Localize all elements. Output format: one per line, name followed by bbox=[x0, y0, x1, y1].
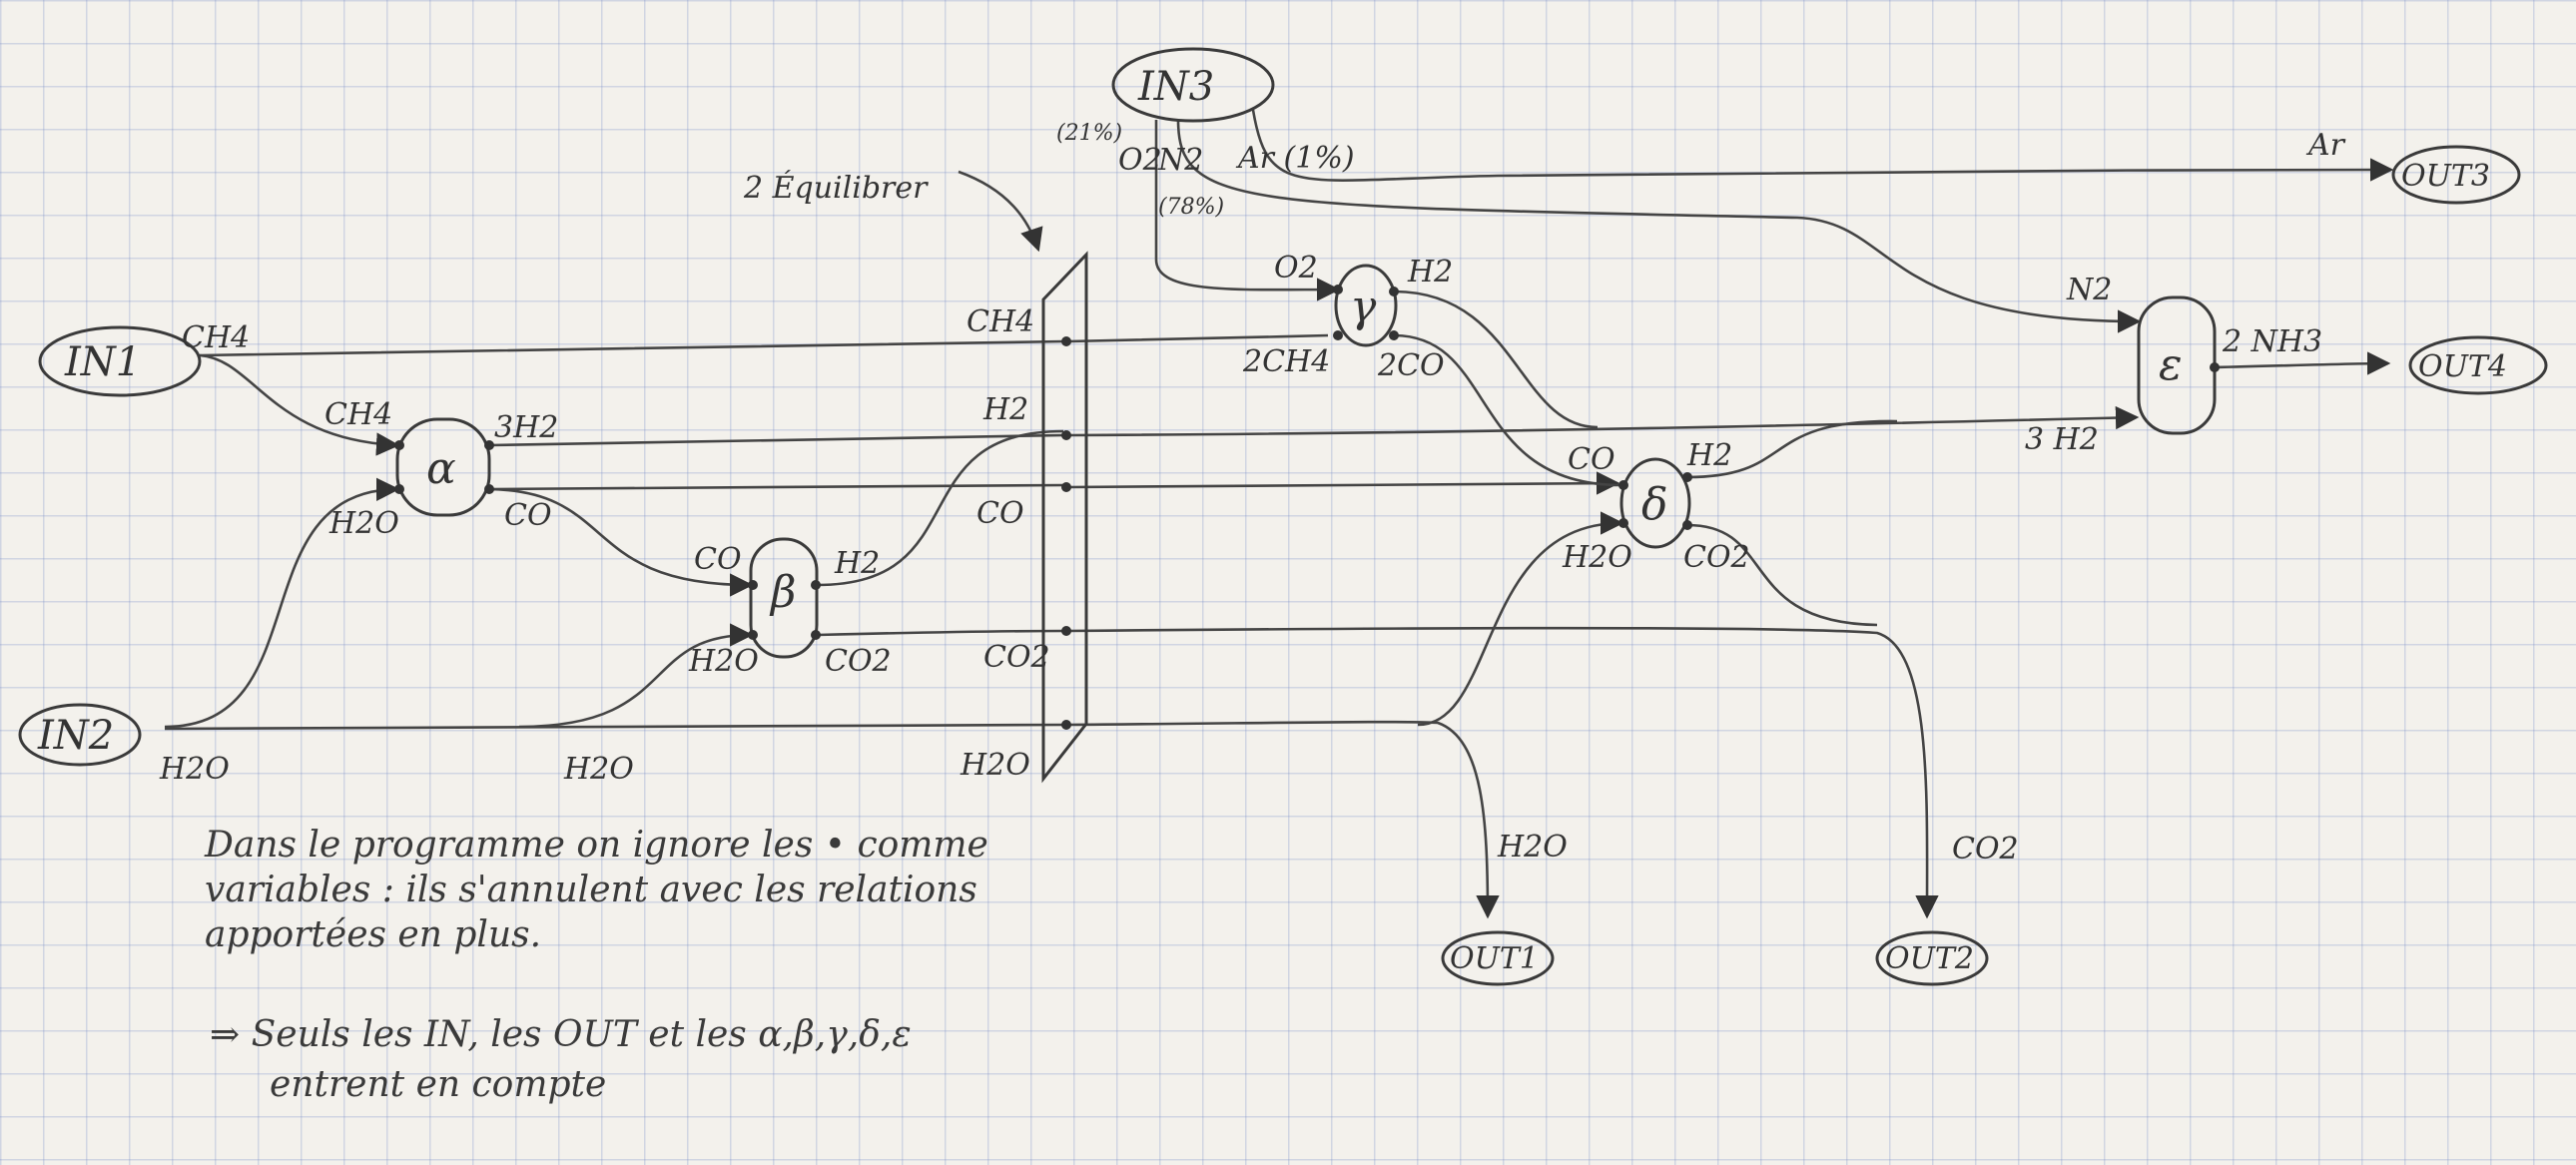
in1-ch4-label: CH4 bbox=[182, 320, 250, 355]
wire-in1-ch4-bar bbox=[199, 339, 1064, 357]
wire-alpha-co-bar bbox=[488, 483, 1064, 491]
in2-label: IN2 bbox=[37, 713, 114, 759]
alpha-node bbox=[395, 417, 491, 517]
in3-o2-label: O2 bbox=[1118, 143, 1162, 178]
out4-node bbox=[2408, 335, 2548, 395]
in2-node bbox=[18, 703, 142, 767]
wire-in2-beta bbox=[518, 623, 754, 729]
process-nodes: α β γ δ ε bbox=[394, 264, 2220, 659]
beta-node bbox=[749, 537, 819, 659]
gamma-2ch4-label: 2CH4 bbox=[1242, 344, 1330, 379]
mid-h2o-label: H2O bbox=[563, 752, 634, 787]
wires bbox=[164, 109, 2394, 919]
wire-in1-alpha bbox=[199, 353, 400, 456]
equilibrer-label: 2 Équilibrer bbox=[743, 170, 929, 206]
wire-in2-bar bbox=[164, 723, 1064, 731]
delta-co2-label: CO2 bbox=[1683, 540, 1750, 575]
wire-delta-co2 bbox=[1686, 523, 1878, 627]
out3-label: OUT3 bbox=[2401, 159, 2490, 194]
equilibrer-bar: 2 Équilibrer CH4 H2 CO CO2 H2O bbox=[743, 170, 1088, 784]
delta-h2-label: H2 bbox=[1686, 438, 1732, 473]
in3-label: IN3 bbox=[1137, 64, 1214, 110]
gamma-h2-label: H2 bbox=[1407, 255, 1453, 290]
bar-h2-label: H2 bbox=[982, 392, 1028, 427]
gamma-o2-label: O2 bbox=[1274, 251, 1318, 286]
eps-n2-label: N2 bbox=[2066, 273, 2112, 307]
beta-co2-label: CO2 bbox=[825, 644, 892, 679]
wire-alpha-h2-bar bbox=[488, 433, 1064, 447]
wire-gamma-h2 bbox=[1393, 290, 1599, 429]
wire-gamma-co-delta bbox=[1393, 333, 1622, 487]
in1-node bbox=[38, 325, 202, 397]
bar-co2-label: CO2 bbox=[983, 640, 1050, 675]
beta-symbol: β bbox=[769, 567, 796, 618]
beta-co-label: CO bbox=[694, 542, 742, 577]
in1-label: IN1 bbox=[64, 339, 141, 385]
equilibrer-arrow bbox=[958, 170, 1043, 253]
delta-node bbox=[1619, 457, 1691, 549]
alpha-symbol: α bbox=[426, 443, 456, 494]
wire-in3-ar-out3 bbox=[1251, 109, 2394, 182]
out2-label: OUT2 bbox=[1885, 941, 1974, 976]
eps-2nh3-label: 2 NH3 bbox=[2222, 324, 2322, 359]
bar-co-label: CO bbox=[976, 496, 1024, 531]
out3-ar-label: Ar bbox=[2305, 128, 2346, 163]
beta-h2-label: H2 bbox=[834, 546, 880, 581]
alpha-3h2-label: 3H2 bbox=[494, 410, 558, 445]
wire-bar-co-delta bbox=[1067, 471, 1620, 495]
note-line-3: apportées en plus. bbox=[205, 914, 542, 955]
wire-bar-h2-eps bbox=[1067, 405, 2140, 437]
gamma-symbol: γ bbox=[1350, 282, 1377, 332]
wire-in3-n2-eps bbox=[1176, 119, 2142, 333]
wire-delta-h2-eps bbox=[1686, 419, 1898, 479]
wire-bar-h2o-out1 bbox=[1067, 720, 1500, 919]
in3-n2-label: N2 bbox=[1157, 143, 1203, 178]
out2-co2-label: CO2 bbox=[1952, 832, 2019, 867]
epsilon-symbol: ε bbox=[2159, 339, 2183, 390]
edge-labels: CH4 CH4 H2O 3H2 CO CO H2O H2 CO2 H2O H2O… bbox=[159, 121, 2346, 867]
out1-h2o-label: H2O bbox=[1497, 830, 1568, 865]
out3-node bbox=[2391, 145, 2521, 205]
note-line-2: variables : ils s'annulent avec les rela… bbox=[205, 870, 977, 910]
alpha-co-label: CO bbox=[504, 498, 552, 533]
wire-in2-alpha bbox=[164, 477, 400, 729]
in3-node bbox=[1111, 47, 1275, 123]
beta-h2o-label: H2O bbox=[688, 644, 759, 679]
out1-node bbox=[1441, 930, 1555, 986]
out1-label: OUT1 bbox=[1450, 941, 1539, 976]
note-line-5: entrent en compte bbox=[270, 1064, 607, 1105]
in3-n2-pct-label: (78%) bbox=[1158, 195, 1224, 220]
in3-ar-label: Ar (1%) bbox=[1235, 141, 1355, 176]
wire-bar-ch4-gamma bbox=[1067, 333, 1329, 343]
delta-h2o-label: H2O bbox=[1562, 540, 1632, 575]
wire-eps-out4 bbox=[2214, 351, 2391, 375]
wire-alpha-co-beta bbox=[488, 487, 754, 597]
bar-h2o-label: H2O bbox=[960, 748, 1030, 783]
note-line-4: ⇒ Seuls les IN, les OUT et les α,β,γ,δ,ε bbox=[210, 1014, 912, 1055]
delta-symbol: δ bbox=[1641, 479, 1668, 530]
in3-o2-pct-label: (21%) bbox=[1056, 121, 1122, 146]
out2-node bbox=[1875, 930, 1989, 986]
note-line-1: Dans le programme on ignore les • comme bbox=[205, 825, 988, 866]
in2-h2o-label: H2O bbox=[159, 752, 230, 787]
wire-beta-h2-bar bbox=[816, 429, 1064, 587]
gamma-2co-label: 2CO bbox=[1377, 348, 1445, 383]
alpha-h2o-label: H2O bbox=[328, 506, 399, 541]
io-nodes: IN1 IN2 IN3 OUT1 OUT2 OUT3 OUT4 bbox=[18, 47, 2548, 986]
wire-h2o-delta bbox=[1417, 511, 1624, 727]
alpha-ch4-label: CH4 bbox=[324, 397, 392, 432]
wire-bar-co2-out2 bbox=[1067, 626, 1939, 919]
bar-ch4-label: CH4 bbox=[966, 304, 1034, 339]
delta-co-label: CO bbox=[1568, 442, 1615, 477]
wire-beta-co2-bar bbox=[816, 629, 1064, 637]
wire-in3-o2-gamma bbox=[1154, 120, 1341, 301]
eps-3h2-label: 3 H2 bbox=[2025, 422, 2099, 457]
gamma-node bbox=[1334, 264, 1398, 347]
out4-label: OUT4 bbox=[2418, 349, 2507, 384]
